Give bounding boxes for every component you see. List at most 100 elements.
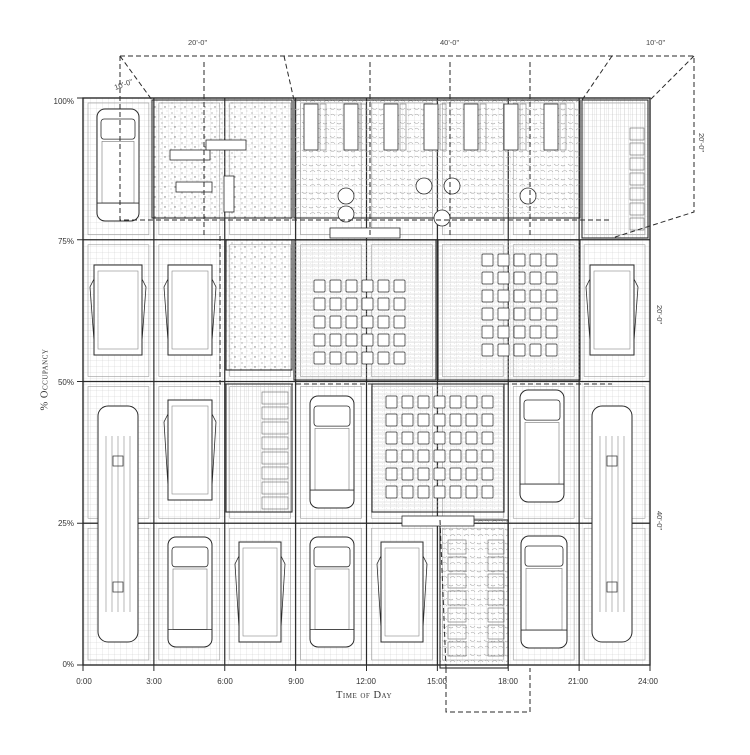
truck-mirrors (89, 278, 147, 342)
van-vehicle (96, 108, 140, 222)
round-table (519, 187, 537, 205)
student-desk (449, 395, 462, 409)
student-desk (497, 343, 510, 357)
parking-pad (158, 527, 221, 661)
student-desk (385, 449, 398, 463)
bench-chairs (319, 103, 327, 151)
vehicle-windshield (313, 546, 351, 568)
workshop-room (225, 239, 293, 371)
bookcase (447, 624, 467, 640)
student-desk (401, 395, 414, 409)
student-desk (377, 297, 390, 311)
x-tick-label: 0:00 (76, 677, 92, 686)
student-desk (361, 333, 374, 347)
student-desk (377, 315, 390, 329)
student-desk (385, 395, 398, 409)
student-desk (481, 431, 494, 445)
truck-bed (171, 270, 209, 350)
student-desk (545, 343, 558, 357)
student-desk (449, 431, 462, 445)
student-desk (417, 395, 430, 409)
student-desk (329, 315, 342, 329)
vehicle-body (309, 536, 355, 648)
x-tick-label: 9:00 (288, 677, 304, 686)
shelf-unit (261, 451, 289, 465)
bookcase (447, 556, 467, 572)
x-axis-title: Time of Day (336, 690, 392, 701)
vehicle-windshield (523, 399, 561, 421)
bookcase (447, 573, 467, 589)
student-desk (465, 449, 478, 463)
parking-pad (300, 386, 362, 519)
student-desk (385, 467, 398, 481)
student-desk (329, 351, 342, 365)
shelf-unit (261, 481, 289, 495)
student-desk (481, 253, 494, 267)
truck-vehicle (585, 264, 639, 356)
student-desk (393, 315, 406, 329)
y-tick-label: 50% (57, 378, 74, 387)
student-desk (481, 271, 494, 285)
student-desk (345, 279, 358, 293)
student-desk (345, 297, 358, 311)
student-desk (417, 485, 430, 499)
student-desk (433, 485, 446, 499)
truck-bed (384, 547, 420, 637)
student-desk (465, 431, 478, 445)
student-desk (377, 333, 390, 347)
vehicles (89, 108, 639, 649)
student-desk (401, 467, 414, 481)
dashed-projection (439, 519, 447, 669)
student-desk (385, 485, 398, 499)
parking-pad (300, 527, 362, 661)
student-desk (345, 315, 358, 329)
student-desk (481, 449, 494, 463)
bench-chairs (479, 103, 487, 151)
student-desk (417, 413, 430, 427)
student-desk (545, 289, 558, 303)
vehicle-windshield (524, 545, 564, 567)
x-tick-label: 12:00 (355, 677, 377, 686)
vehicle-windshield (171, 546, 209, 568)
student-desk (377, 351, 390, 365)
bookcase (447, 641, 467, 657)
student-desk (345, 351, 358, 365)
student-desk (481, 343, 494, 357)
truck-mirrors (376, 555, 428, 629)
student-desk (545, 325, 558, 339)
round-table (415, 177, 433, 195)
student-desk (417, 467, 430, 481)
workbench (383, 103, 399, 151)
parking-pad (583, 244, 646, 377)
bus-vehicle (591, 405, 633, 643)
truck-mirrors (234, 555, 286, 629)
truck-vehicle (163, 264, 217, 356)
student-desk (329, 333, 342, 347)
shelf-unit (629, 157, 645, 171)
student-desk (449, 485, 462, 499)
dashed-projection (649, 55, 695, 101)
furniture (169, 103, 645, 657)
vehicle-body (519, 389, 565, 503)
bookcase (487, 624, 505, 640)
x-tick-label: 15:00 (426, 677, 448, 686)
storage-room (581, 99, 649, 239)
student-desk (329, 297, 342, 311)
x-tick-label: 3:00 (146, 677, 162, 686)
vehicle-windshield (313, 405, 351, 427)
student-desk (313, 279, 326, 293)
bus-hatch (112, 581, 124, 593)
student-desk (465, 467, 478, 481)
y-tick-label: 100% (53, 97, 74, 106)
student-desk (481, 325, 494, 339)
truck-body (589, 264, 635, 356)
student-desk (417, 431, 430, 445)
axis-tick-marks (77, 97, 651, 671)
student-desk (497, 307, 510, 321)
whiteboard (329, 227, 401, 239)
van-vehicle (309, 536, 355, 648)
student-desk (497, 289, 510, 303)
dimension-label: 10'-0" (646, 38, 666, 47)
office-desk (223, 175, 235, 213)
student-desk (433, 449, 446, 463)
